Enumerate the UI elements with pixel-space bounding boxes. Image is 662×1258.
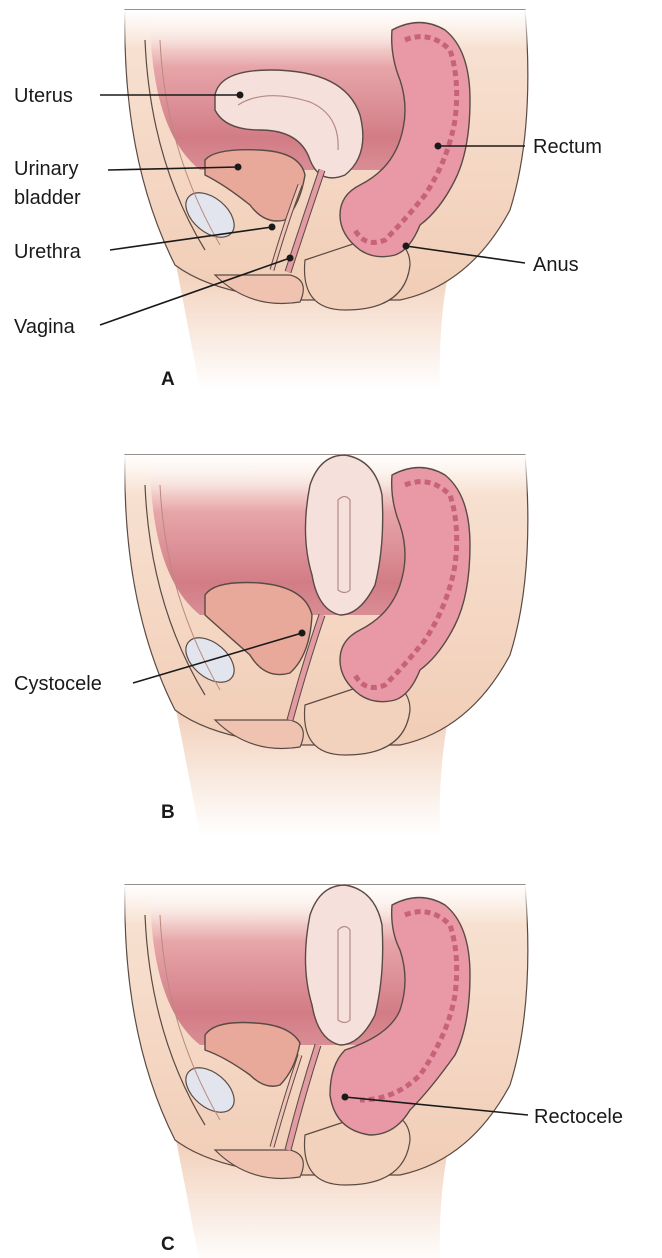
panel-a — [120, 10, 530, 390]
uterus-shape-b — [305, 455, 382, 615]
panel-b — [120, 455, 530, 835]
label-vagina: Vagina — [14, 316, 76, 338]
label-urethra: Urethra — [14, 241, 82, 263]
label-urinary-bladder-line1: Urinary — [14, 158, 78, 180]
label-urinary-bladder-line2: bladder — [14, 187, 81, 209]
panel-c — [120, 885, 530, 1258]
label-anus: Anus — [533, 254, 579, 276]
panel-letter-a: A — [161, 369, 175, 390]
label-cystocele: Cystocele — [14, 673, 102, 695]
label-rectum: Rectum — [533, 136, 602, 158]
panel-letter-b: B — [161, 802, 175, 823]
label-rectocele: Rectocele — [534, 1106, 623, 1128]
label-uterus: Uterus — [14, 85, 73, 107]
panel-letter-c: C — [161, 1234, 175, 1255]
